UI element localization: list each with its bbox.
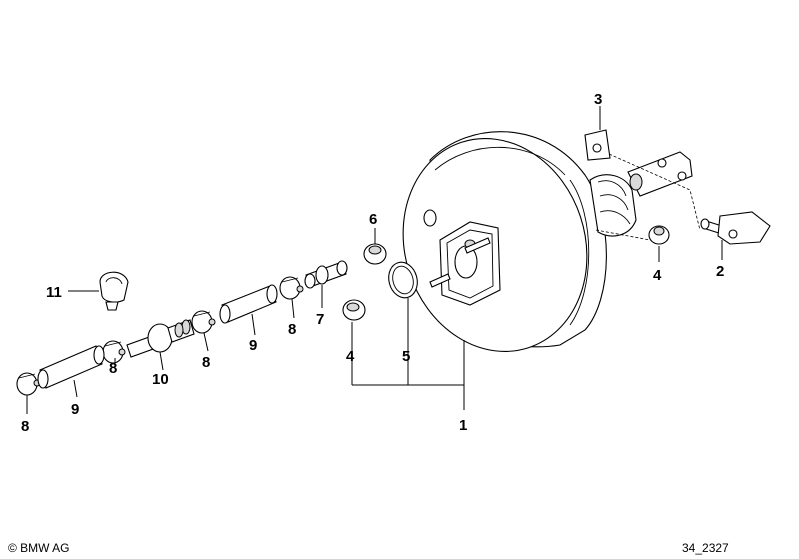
- callout-8-far: 8: [21, 418, 29, 435]
- callout-6: 6: [369, 211, 377, 228]
- drawing-number: 34_2327: [682, 541, 729, 555]
- hose-clamp-part-8-far: [16, 372, 41, 396]
- clip-part-11: [99, 271, 129, 311]
- grommet-part-6: [363, 243, 387, 265]
- callout-4-left: 4: [346, 348, 355, 365]
- grommet-part-4-left: [342, 299, 366, 321]
- callout-5: 5: [402, 348, 410, 365]
- callout-4-right: 4: [653, 267, 662, 284]
- brake-booster: [402, 131, 701, 352]
- leader-lines: [26, 106, 723, 414]
- copyright-text: © BMW AG: [8, 541, 70, 555]
- callout-9-lower: 9: [71, 401, 79, 418]
- callout-8-upper: 8: [288, 321, 296, 338]
- bracket-part-3: [584, 129, 611, 161]
- callout-8-lower: 8: [109, 360, 117, 377]
- vacuum-hose-part-9-lower: [37, 345, 105, 389]
- hose-clamp-part-8-mid: [191, 310, 216, 334]
- o-ring-part-5: [388, 261, 418, 299]
- grommet-part-4-right: [648, 225, 670, 245]
- callout-11: 11: [46, 284, 62, 301]
- callout-10: 10: [152, 371, 169, 388]
- callout-8-mid: 8: [202, 354, 210, 371]
- vacuum-hose-part-9-upper: [219, 284, 278, 324]
- hose-clamp-part-8-upper: [279, 276, 304, 300]
- callout-1: 1: [459, 417, 467, 434]
- callout-2: 2: [716, 263, 724, 280]
- callout-7: 7: [316, 311, 324, 328]
- clevis-pin-part-2: [700, 211, 771, 245]
- callout-9-upper: 9: [249, 337, 257, 354]
- callout-3: 3: [594, 91, 602, 108]
- check-valve-part-10: [126, 319, 195, 358]
- connector-part-7: [304, 260, 348, 289]
